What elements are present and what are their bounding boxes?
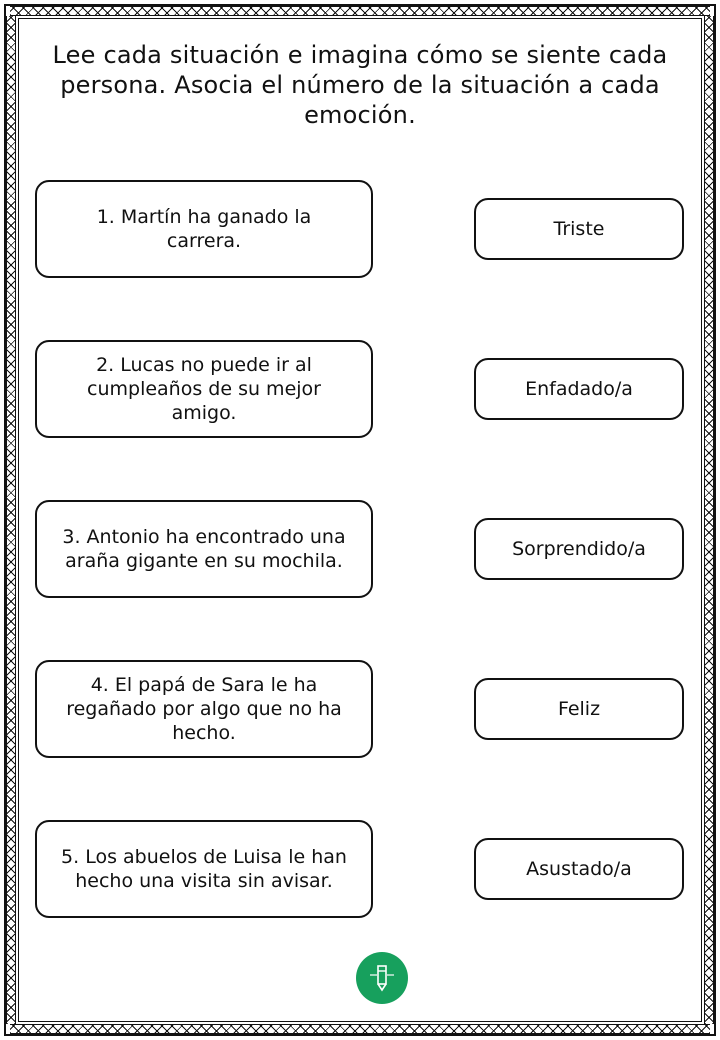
emotion-card-asustado: Asustado/a	[474, 838, 684, 900]
border-pattern-left	[6, 16, 16, 1024]
pencil-icon	[368, 963, 396, 993]
inner-border	[18, 18, 702, 1022]
emotion-card-sorprendido: Sorprendido/a	[474, 518, 684, 580]
page-border	[4, 4, 716, 1036]
situation-card-5: 5. Los abuelos de Luisa le han hecho una…	[35, 820, 373, 918]
situation-card-4: 4. El papá de Sara le ha regañado por al…	[35, 660, 373, 758]
emotion-card-enfadado: Enfadado/a	[474, 358, 684, 420]
border-pattern-bottom	[10, 1024, 710, 1034]
situation-card-2: 2. Lucas no puede ir al cumpleaños de su…	[35, 340, 373, 438]
situation-card-3: 3. Antonio ha encontrado una araña gigan…	[35, 500, 373, 598]
emotion-card-feliz: Feliz	[474, 678, 684, 740]
border-pattern-right	[704, 16, 714, 1024]
situation-card-1: 1. Martín ha ganado la carrera.	[35, 180, 373, 278]
emotion-card-triste: Triste	[474, 198, 684, 260]
logo	[356, 952, 408, 1004]
border-pattern-top	[10, 6, 710, 16]
instructions-text: Lee cada situación e imagina cómo se sie…	[52, 41, 668, 129]
